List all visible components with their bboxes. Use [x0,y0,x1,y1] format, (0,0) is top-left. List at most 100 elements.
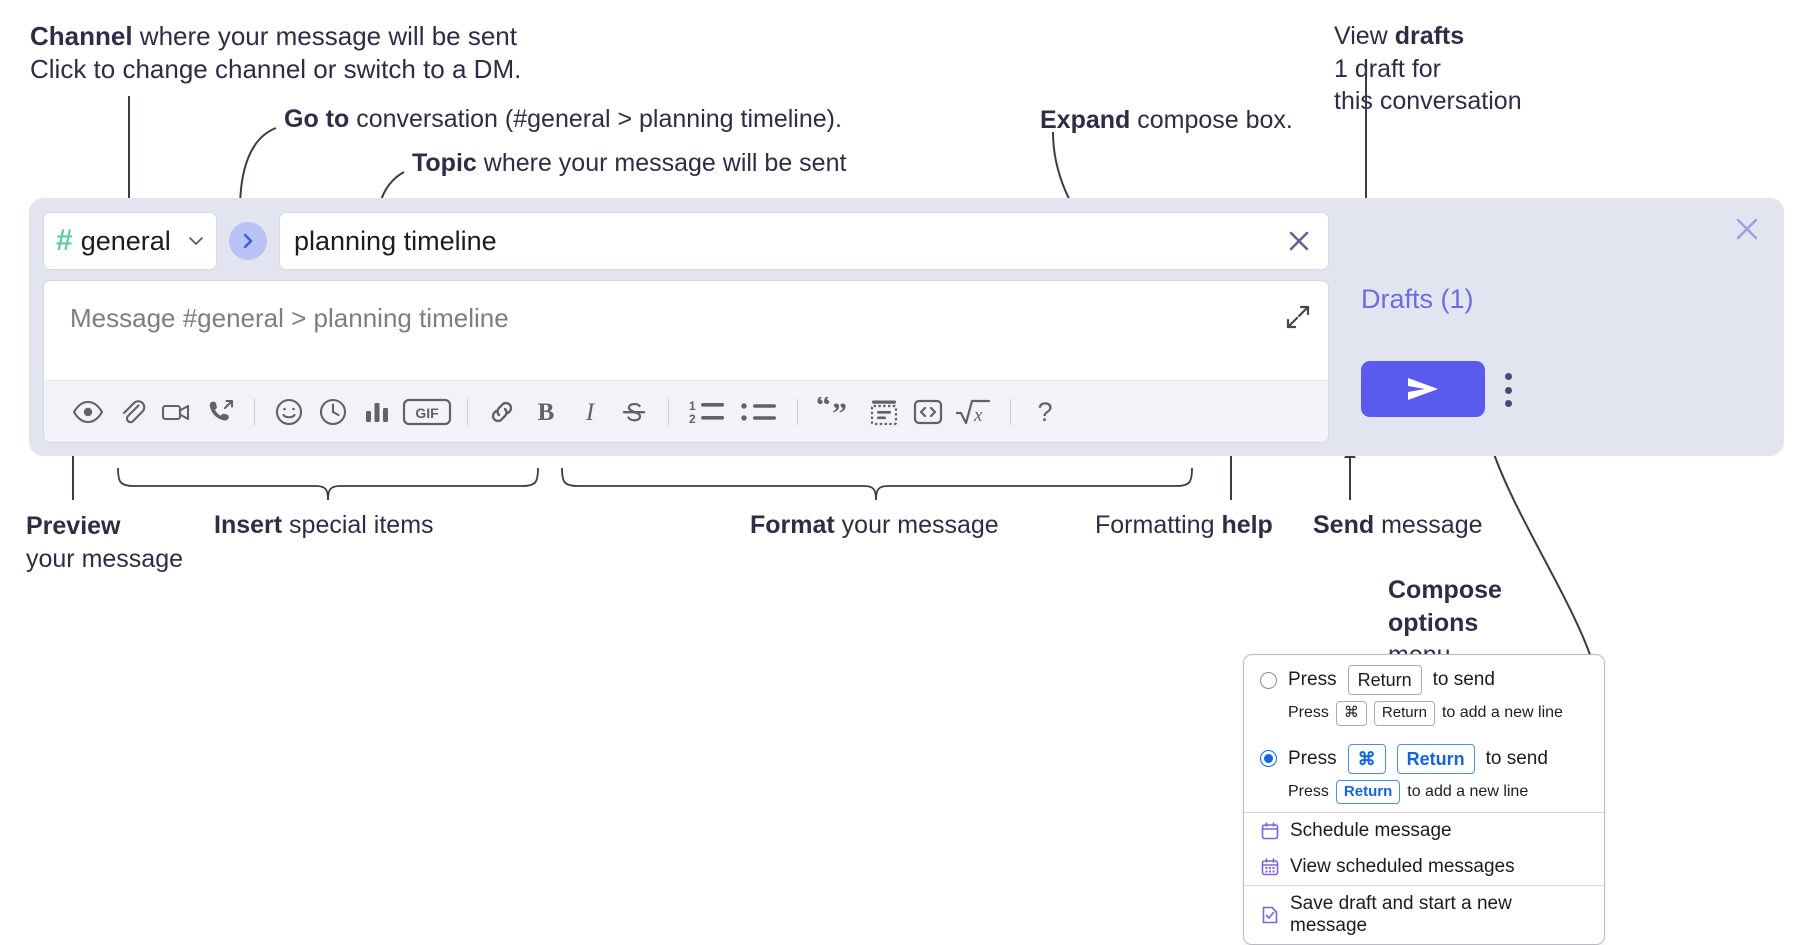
chevron-down-icon [189,237,203,245]
annotation-drafts-bold: drafts [1394,22,1465,50]
annotation-preview: Preview your message [26,510,183,576]
goto-conversation-button[interactable] [229,222,267,260]
compose-header: # general planning timeline [43,212,1329,270]
help-icon[interactable]: ? [1023,390,1067,434]
blockquote-icon[interactable]: “ ” [810,390,862,434]
annotation-help-prefix: Formatting [1095,511,1222,539]
annotation-format-rest: your message [834,511,999,539]
menu-item-label: Schedule message [1290,820,1452,842]
ordered-list-icon[interactable]: 1 2 [681,390,733,434]
svg-text:GIF: GIF [415,405,439,421]
annotation-drafts-line1: 1 draft for [1334,54,1441,83]
bold-icon[interactable]: B [524,390,568,434]
audio-call-icon[interactable] [198,390,242,434]
svg-text:B: B [538,399,555,426]
annotation-insert-rest: special items [282,511,434,539]
video-icon[interactable] [154,390,198,434]
menu-item-view-scheduled-messages[interactable]: View scheduled messages [1244,849,1604,885]
annotation-insert-bold: Insert [214,511,283,539]
compose-inner: # general planning timeline Message #gen… [43,212,1329,443]
annotation-format: Format your message [750,510,999,542]
poll-icon[interactable] [355,390,399,434]
send-button[interactable] [1361,361,1485,417]
kebab-dot [1504,386,1512,394]
calendar-grid-icon [1261,858,1279,876]
svg-text:2: 2 [689,412,696,426]
code-icon[interactable] [906,390,950,434]
toolbar-separator [1010,398,1011,425]
preview-icon[interactable] [66,390,110,434]
kebab-dot [1504,400,1512,407]
annotation-drafts: View drafts 1 draft for this conversatio… [1334,20,1522,118]
svg-text:?: ? [1037,397,1052,427]
compose-options-button[interactable] [1503,373,1513,407]
key-command: ⌘ [1347,743,1386,774]
menu-option-return-to-send[interactable]: Press Return to send Press ⌘ Return to a… [1244,655,1604,734]
menu-item-label: View scheduled messages [1290,856,1515,878]
chevron-right-icon [243,233,253,249]
menu-divider [1244,885,1604,887]
channel-name: general [80,225,171,256]
svg-text:1: 1 [689,399,696,413]
compose-panel: # general planning timeline Message #gen… [29,198,1784,456]
close-icon[interactable] [1732,214,1762,244]
close-icon[interactable] [1284,226,1314,256]
annotation-drafts-line2: this conversation [1334,87,1522,115]
bulleted-list-icon[interactable] [733,390,785,434]
annotation-help-bold: help [1221,511,1273,539]
annotation-help: Formatting help [1095,510,1273,542]
link-icon[interactable] [480,390,524,434]
key-return: Return [1335,779,1401,805]
clock-icon[interactable] [311,390,355,434]
key-return: Return [1396,743,1475,774]
svg-text:”: ” [832,397,847,427]
hash-icon: # [56,224,73,257]
toolbar-separator [797,398,798,425]
annotation-goto-rest: conversation (#general > planning timeli… [349,105,842,133]
annotation-format-bold: Format [750,511,835,539]
formatting-toolbar: GIF B I [44,380,1328,442]
code-block-icon[interactable] [862,390,906,434]
menu-divider [1244,812,1604,814]
paper-plane-icon [1408,378,1438,400]
strikethrough-icon[interactable] [612,390,656,434]
key-return: Return [1347,665,1422,696]
key-command: ⌘ [1335,701,1367,726]
annotation-topic-rest: where your message will be sent [476,149,847,177]
option1-sub-post: to add a new line [1441,704,1563,722]
annotation-channel-rest: where your message will be sent [132,21,517,51]
menu-item-label: Save draft and start a new message [1290,893,1512,937]
annotation-compose-line1: Compose [1388,576,1502,604]
menu-item-schedule-message[interactable]: Schedule message [1244,813,1604,849]
option2-post: to send [1485,747,1548,769]
drafts-link[interactable]: Drafts (1) [1361,284,1474,314]
math-icon[interactable]: x [950,390,998,434]
topic-input[interactable]: planning timeline [279,212,1329,270]
channel-selector[interactable]: # general [43,212,217,270]
compose-right-rail: Drafts (1) [1343,198,1784,456]
annotation-topic-bold: Topic [412,149,477,177]
menu-item-save-draft[interactable]: Save draft and start a new message [1244,886,1604,944]
svg-text:I: I [585,399,596,426]
menu-option-cmd-return-to-send[interactable]: Press ⌘ Return to send Press Return to a… [1244,734,1604,813]
calendar-icon [1261,822,1279,840]
annotation-preview-line2: your message [26,545,184,573]
gif-icon[interactable]: GIF [399,390,455,434]
message-input-box[interactable]: Message #general > planning timeline [43,280,1329,443]
expand-icon[interactable] [1284,303,1312,331]
emoji-icon[interactable] [267,390,311,434]
attachment-icon[interactable] [110,390,154,434]
annotation-channel-bold: Channel [30,21,133,51]
annotation-expand: Expand compose box. [1040,105,1293,137]
annotation-send: Send message [1313,510,1483,542]
radio-button[interactable] [1260,671,1277,689]
option2-sub-pre: Press [1288,782,1329,800]
annotation-preview-bold: Preview [26,512,121,540]
annotation-goto-bold: Go to [284,105,350,133]
kebab-dot [1504,373,1512,380]
annotation-expand-bold: Expand [1040,106,1131,134]
toolbar-separator [668,398,669,425]
radio-button-selected[interactable] [1260,750,1277,768]
message-placeholder: Message #general > planning timeline [70,303,509,333]
italic-icon[interactable]: I [568,390,612,434]
